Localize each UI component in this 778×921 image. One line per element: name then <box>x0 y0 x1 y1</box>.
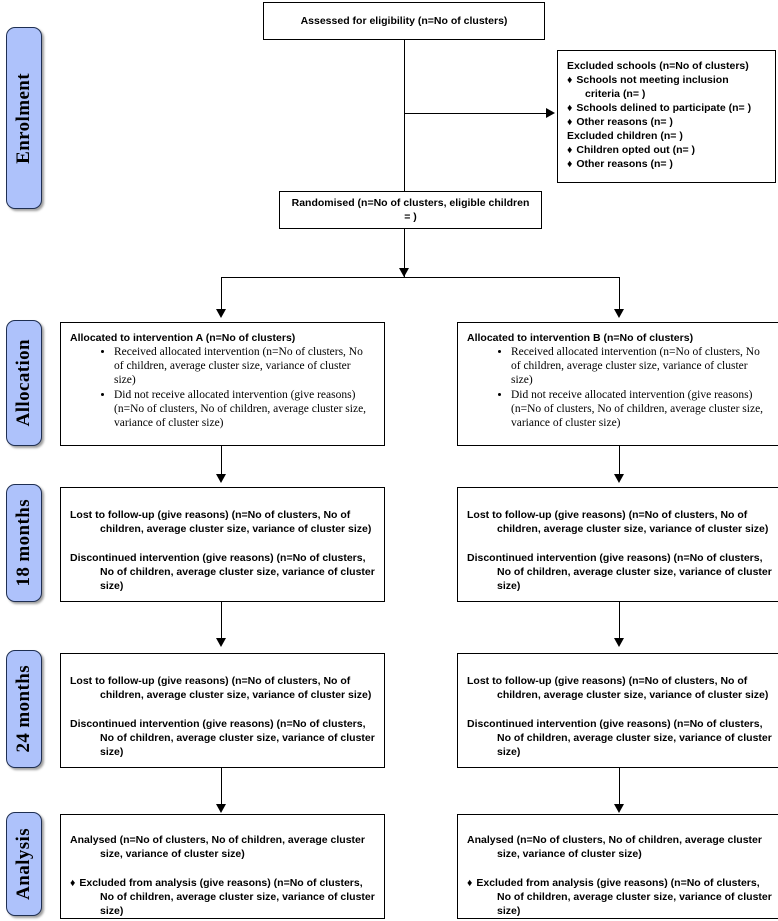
excluded-bullet-3-text: Other reasons (n= ) <box>576 116 673 129</box>
alloc-a-heading: Allocated to intervention A (n=No of clu… <box>70 332 296 344</box>
list-item: Received allocated intervention (n=No of… <box>114 346 375 388</box>
alloc-a-list: Received allocated intervention (n=No of… <box>70 346 375 430</box>
node-allocated-intervention-b: Allocated to intervention B (n=No of clu… <box>457 322 778 446</box>
stage-label-24-months: 24 months <box>6 650 42 768</box>
alloc-b-heading: Allocated to intervention B (n=No of clu… <box>467 332 694 344</box>
stage-label-enrolment: Enrolment <box>6 27 42 209</box>
node-allocated-intervention-a: Allocated to intervention A (n=No of clu… <box>60 322 385 446</box>
arrow-fu18-a-to-fu24 <box>216 638 226 647</box>
arrow-randomised-to-split <box>399 268 409 277</box>
connector-fu24-a-to-analysis <box>221 768 222 804</box>
excluded-bullet-2: ♦Schools delined to participate (n= ) <box>567 101 766 115</box>
stage-label-18-months-text: 18 months <box>13 499 34 587</box>
alloc-b-list: Received allocated intervention (n=No of… <box>467 346 772 430</box>
node-randomised-text: Randomised (n=No of clusters, eligible c… <box>291 196 530 223</box>
node-followup-24-months-b: Lost to follow-up (give reasons) (n=No o… <box>457 653 778 768</box>
diamond-bullet-icon: ♦ <box>467 877 473 890</box>
stage-label-allocation-text: Allocation <box>13 339 34 427</box>
excluded-schools-heading: Excluded schools (n=No of clusters) <box>567 60 749 72</box>
node-analysis-a: Analysed (n=No of clusters, No of childr… <box>60 814 385 919</box>
analysis-b-excluded: ♦Excluded from analysis (give reasons) (… <box>467 876 772 918</box>
connector-split-right <box>619 277 620 313</box>
diamond-bullet-icon: ♦ <box>567 116 573 129</box>
excluded-bullet-5-text: Other reasons (n= ) <box>576 158 673 171</box>
connector-split-bar <box>221 277 620 278</box>
stage-label-enrolment-text: Enrolment <box>13 72 34 164</box>
excluded-bullet-1-text: Schools not meeting inclusion criteria (… <box>576 74 729 101</box>
diamond-bullet-icon: ♦ <box>567 144 573 157</box>
node-analysis-b: Analysed (n=No of clusters, No of childr… <box>457 814 778 919</box>
node-assessed-for-eligibility: Assessed for eligibility (n=No of cluste… <box>263 2 545 40</box>
fu24-b-discontinued-text: Discontinued intervention (give reasons)… <box>467 718 772 759</box>
connector-randomised-down <box>404 229 405 278</box>
connector-fu18-a-to-fu24 <box>221 602 222 638</box>
arrow-fu18-b-to-fu24 <box>614 638 624 647</box>
stage-label-24-months-text: 24 months <box>13 665 34 753</box>
stage-label-18-months: 18 months <box>6 484 42 602</box>
arrow-alloc-a-to-fu18 <box>216 474 226 483</box>
arrow-fu24-a-to-analysis <box>216 804 226 813</box>
connector-split-left <box>221 277 222 313</box>
excluded-bullet-1: ♦Schools not meeting inclusion criteria … <box>567 73 766 101</box>
list-item: Did not receive allocated intervention (… <box>114 389 375 431</box>
connector-alloc-a-to-fu18 <box>221 446 222 478</box>
arrow-fu24-b-to-analysis <box>614 804 624 813</box>
excluded-children-heading: Excluded children (n= ) <box>567 130 683 143</box>
excluded-bullet-4: ♦Children opted out (n= ) <box>567 143 766 157</box>
fu24-a-discontinued-text: Discontinued intervention (give reasons)… <box>70 718 375 759</box>
excluded-bullet-4-text: Children opted out (n= ) <box>576 144 696 157</box>
list-item: Did not receive allocated intervention (… <box>511 389 772 431</box>
stage-label-analysis-text: Analysis <box>13 828 34 900</box>
analysis-a-analysed-text: Analysed (n=No of clusters, No of childr… <box>70 834 365 861</box>
analysis-a-excluded: ♦Excluded from analysis (give reasons) (… <box>70 876 375 918</box>
arrow-to-excluded-box <box>546 108 555 118</box>
list-item: Received allocated intervention (n=No of… <box>511 346 772 388</box>
connector-assessed-to-randomised <box>404 40 405 196</box>
arrow-split-to-alloc-a <box>216 309 226 318</box>
arrow-split-to-alloc-b <box>614 309 624 318</box>
fu18-a-lost-text: Lost to follow-up (give reasons) (n=No o… <box>70 509 372 536</box>
diamond-bullet-icon: ♦ <box>567 74 573 87</box>
arrow-alloc-b-to-fu18 <box>614 474 624 483</box>
fu24-b-lost-text: Lost to follow-up (give reasons) (n=No o… <box>467 675 769 702</box>
fu24-a-lost-text: Lost to follow-up (give reasons) (n=No o… <box>70 675 372 702</box>
connector-fu18-b-to-fu24 <box>619 602 620 638</box>
diamond-bullet-icon: ♦ <box>567 102 573 115</box>
node-followup-18-months-a: Lost to follow-up (give reasons) (n=No o… <box>60 487 385 602</box>
excluded-bullet-2-text: Schools delined to participate (n= ) <box>576 102 752 115</box>
node-excluded: Excluded schools (n=No of clusters) ♦Sch… <box>557 50 776 183</box>
stage-label-analysis: Analysis <box>6 812 42 916</box>
fu18-b-discontinued-text: Discontinued intervention (give reasons)… <box>467 552 772 593</box>
fu18-a-discontinued-text: Discontinued intervention (give reasons)… <box>70 552 375 593</box>
analysis-b-analysed-text: Analysed (n=No of clusters, No of childr… <box>467 834 762 861</box>
node-randomised: Randomised (n=No of clusters, eligible c… <box>279 191 542 229</box>
node-assessed-text: Assessed for eligibility (n=No of cluste… <box>300 14 508 27</box>
fu18-b-lost-text: Lost to follow-up (give reasons) (n=No o… <box>467 509 769 536</box>
excluded-bullet-5: ♦Other reasons (n= ) <box>567 157 766 171</box>
diamond-bullet-icon: ♦ <box>70 877 76 890</box>
stage-label-allocation: Allocation <box>6 320 42 446</box>
diamond-bullet-icon: ♦ <box>567 158 573 171</box>
analysis-b-excluded-text: Excluded from analysis (give reasons) (n… <box>476 877 772 918</box>
node-followup-24-months-a: Lost to follow-up (give reasons) (n=No o… <box>60 653 385 768</box>
connector-to-excluded-box <box>404 113 546 114</box>
excluded-bullet-3: ♦Other reasons (n= ) <box>567 115 766 129</box>
node-followup-18-months-b: Lost to follow-up (give reasons) (n=No o… <box>457 487 778 602</box>
connector-alloc-b-to-fu18 <box>619 446 620 478</box>
analysis-a-excluded-text: Excluded from analysis (give reasons) (n… <box>79 877 375 918</box>
connector-fu24-b-to-analysis <box>619 768 620 804</box>
